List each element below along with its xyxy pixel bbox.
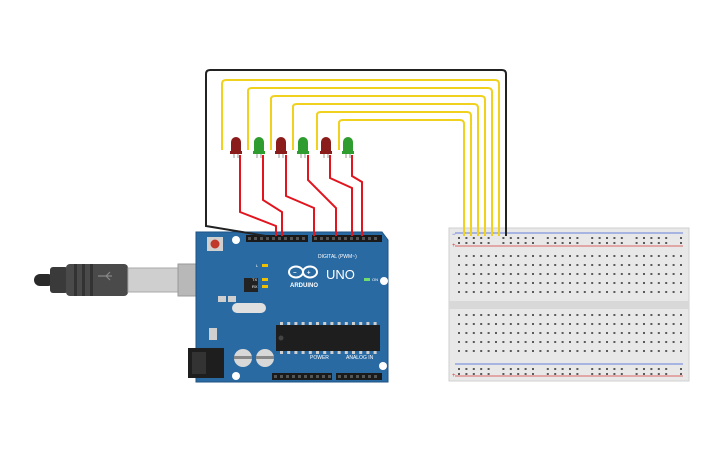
usb-cable-icon[interactable] xyxy=(34,263,223,297)
yellow-wire-1[interactable] xyxy=(221,79,500,236)
red-wire-3[interactable] xyxy=(285,155,315,236)
power-header[interactable] xyxy=(272,373,382,380)
led-red[interactable] xyxy=(230,137,242,158)
tx-led-label: TX xyxy=(252,277,257,282)
yellow-wire-4[interactable] xyxy=(292,103,479,236)
led-green[interactable] xyxy=(297,137,309,158)
model-label: UNO xyxy=(326,267,355,282)
yellow-wire-2[interactable] xyxy=(247,87,493,236)
minus-rail-label: − xyxy=(452,232,456,238)
brand-label: ARDUINO xyxy=(290,283,318,289)
arduino-uno-board[interactable]: L TX RX ON − + ARDUINO UNO DIGITAL (PWM~… xyxy=(188,231,389,383)
red-wire-2[interactable] xyxy=(262,155,283,236)
svg-text:−: − xyxy=(293,271,297,277)
microcontroller-chip xyxy=(276,322,380,354)
analog-label: ANALOG IN xyxy=(346,355,374,361)
red-wire-5[interactable] xyxy=(329,155,353,236)
rx-led-label: RX xyxy=(252,284,258,289)
yellow-wire-3[interactable] xyxy=(270,95,486,236)
led-red[interactable] xyxy=(320,137,332,158)
svg-text:+: + xyxy=(307,271,311,277)
yellow-wire-6[interactable] xyxy=(338,119,465,236)
ground-wire[interactable] xyxy=(205,69,507,237)
plus-rail-label-bottom: + xyxy=(452,373,456,379)
yellow-wire-5[interactable] xyxy=(316,111,472,236)
led-red[interactable] xyxy=(275,137,287,158)
arduino-logo: − + xyxy=(288,265,318,279)
reset-button[interactable] xyxy=(207,237,223,251)
breadboard[interactable]: + − + xyxy=(448,227,690,382)
power-jack-icon[interactable] xyxy=(188,348,224,378)
digital-label: DIGITAL (PWM~) xyxy=(318,254,357,260)
red-wire-1[interactable] xyxy=(239,155,277,236)
power-label: POWER xyxy=(310,355,329,361)
on-led-label: ON xyxy=(372,277,378,282)
plus-rail-label: + xyxy=(452,243,456,249)
yellow-wire-group xyxy=(221,79,500,236)
led-green[interactable] xyxy=(253,137,265,158)
red-wire-6[interactable] xyxy=(351,155,363,236)
red-wire-group xyxy=(239,155,363,236)
digital-header[interactable] xyxy=(246,235,382,242)
led-green[interactable] xyxy=(342,137,354,158)
l-led-label: L xyxy=(256,263,259,268)
red-wire-4[interactable] xyxy=(307,155,337,236)
